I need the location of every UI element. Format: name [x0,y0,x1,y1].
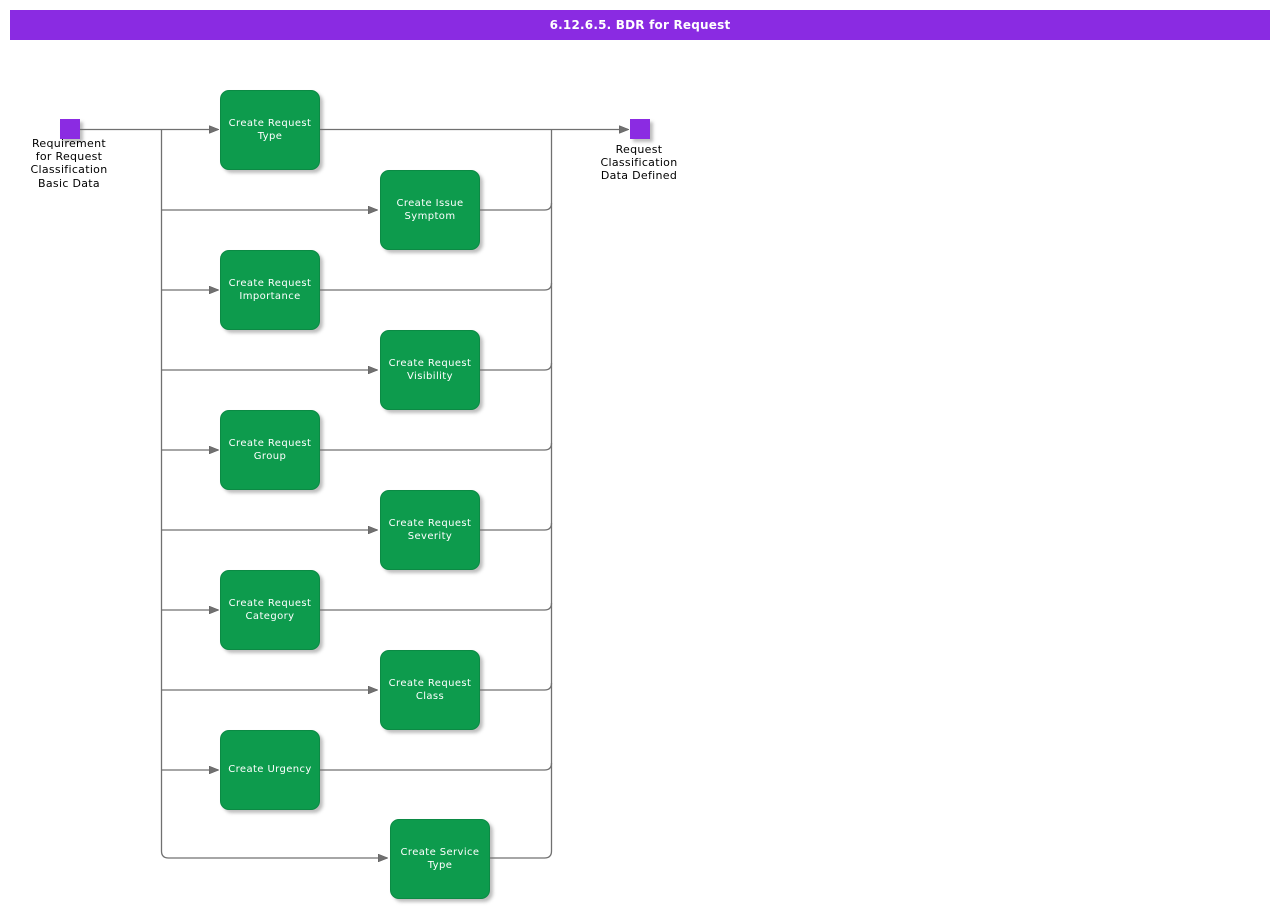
activity-create-request-visibility: Create Request Visibility [380,330,480,410]
activity-label: Create Request Type [228,117,312,143]
diagram-title: 6.12.6.5. BDR for Request [549,18,731,32]
flow-edge [490,129,553,859]
activity-create-request-type: Create Request Type [220,90,320,170]
activity-label: Create Request Visibility [388,357,472,383]
activity-label: Create Request Category [228,597,312,623]
activity-label: Create Urgency [228,764,312,776]
flow-edge [320,602,553,611]
flow-edge [480,522,553,531]
activity-create-urgency: Create Urgency [220,730,320,810]
end-node-square [630,119,650,139]
flow-edge [480,682,553,691]
flow-edge [320,282,553,291]
start-node-square [60,119,80,139]
activity-label: Create Request Class [388,677,472,703]
activity-label: Create Service Type [400,846,480,872]
activity-create-request-group: Create Request Group [220,410,320,490]
activity-create-request-category: Create Request Category [220,570,320,650]
flow-edge [320,442,553,451]
activity-label: Create Request Severity [388,517,472,543]
flow-edges [80,130,628,859]
flow-edge [480,202,553,211]
end-node-label: Request Classification Data Defined [600,143,678,183]
activity-create-service-type: Create Service Type [390,819,490,899]
activity-label: Create Request Importance [228,277,312,303]
flow-edge [160,129,388,859]
start-node-label: Requirement for Request Classification B… [30,137,108,190]
activity-create-request-class: Create Request Class [380,650,480,730]
flow-edge [480,362,553,371]
flow-edge [320,762,553,771]
diagram-title-banner: 6.12.6.5. BDR for Request [10,10,1270,40]
activity-label: Create Request Group [228,437,312,463]
activity-create-request-severity: Create Request Severity [380,490,480,570]
activity-create-issue-symptom: Create Issue Symptom [380,170,480,250]
activity-label: Create Issue Symptom [396,197,464,223]
activity-create-request-importance: Create Request Importance [220,250,320,330]
